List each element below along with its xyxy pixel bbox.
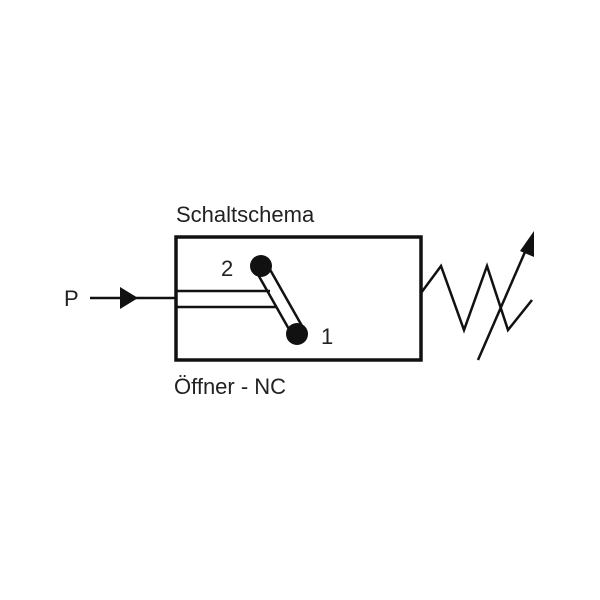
contact-2-label: 2	[221, 256, 233, 281]
spring-icon	[419, 262, 533, 334]
contact-1-dot	[286, 323, 308, 345]
diagram-title: Schaltschema	[176, 202, 315, 227]
flow-arrow-icon	[120, 287, 138, 309]
diagram-subtitle: Öffner - NC	[174, 374, 286, 399]
contact-lever	[254, 265, 304, 332]
port-p-label: P	[64, 286, 79, 311]
contact-2-dot	[250, 255, 272, 277]
adjustable-arrow-line	[476, 244, 530, 361]
contact-1-label: 1	[321, 324, 333, 349]
adjustable-arrow-head-icon	[520, 231, 534, 257]
